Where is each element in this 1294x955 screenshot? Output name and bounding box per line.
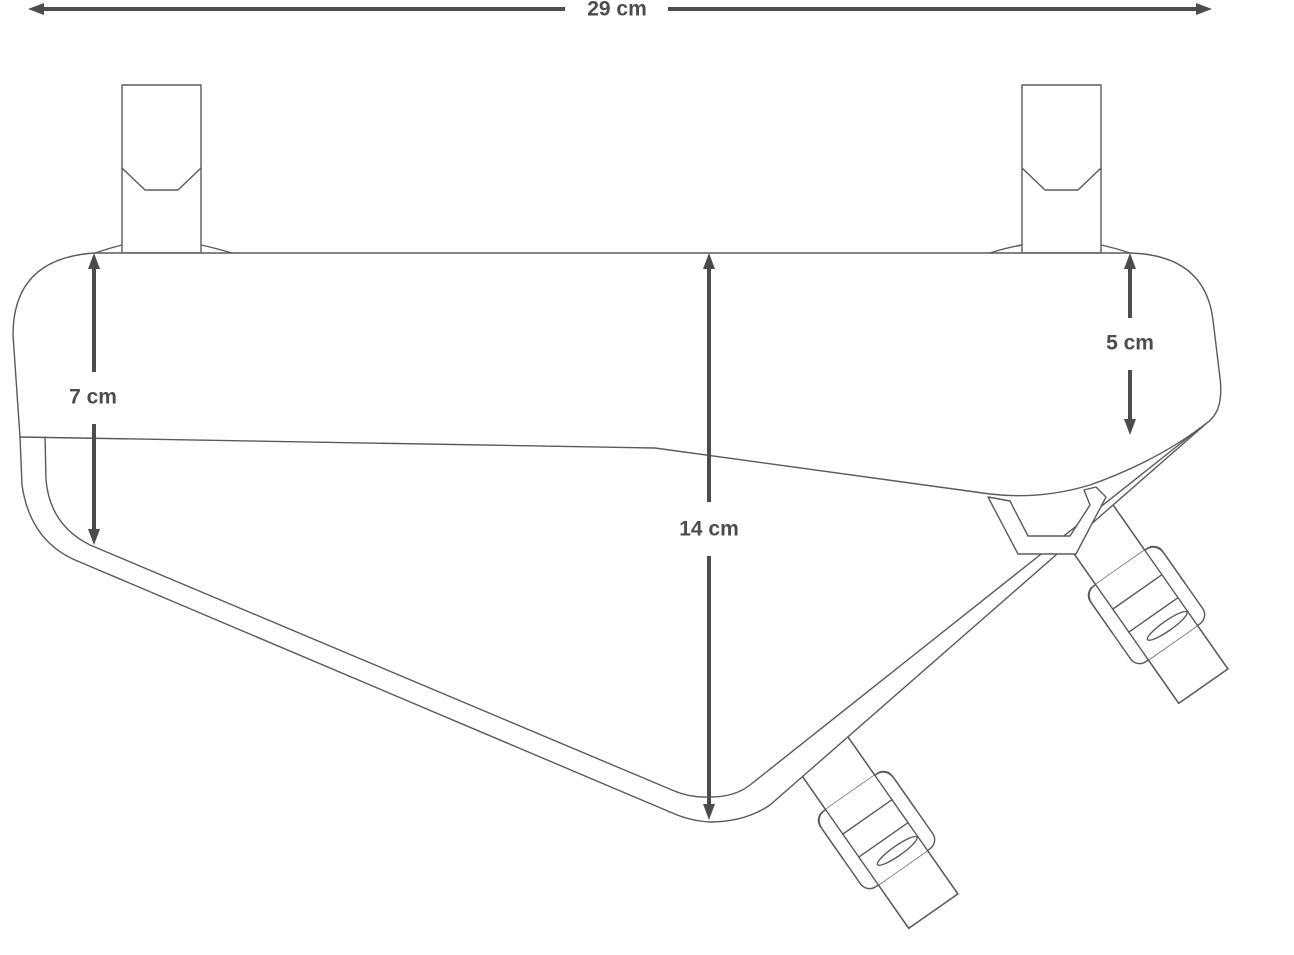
rear-height-label: 5 cm xyxy=(1106,332,1154,355)
total-height-dimension: 14 cm xyxy=(679,253,739,820)
bag-body xyxy=(12,252,1222,823)
right-top-strap xyxy=(989,84,1131,254)
width-label: 29 cm xyxy=(587,0,647,21)
total-height-label: 14 cm xyxy=(679,518,739,541)
hex-clip xyxy=(987,486,1107,555)
front-height-dimension: 7 cm xyxy=(69,253,117,545)
width-dimension: 29 cm xyxy=(28,0,1212,21)
rear-height-dimension: 5 cm xyxy=(1106,253,1154,435)
left-top-strap xyxy=(94,84,233,254)
front-height-label: 7 cm xyxy=(69,386,117,409)
